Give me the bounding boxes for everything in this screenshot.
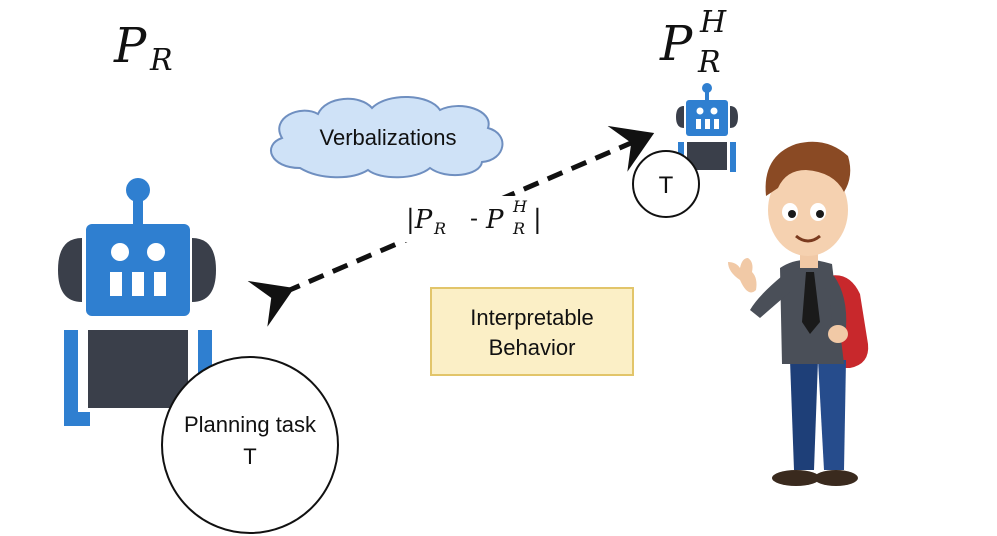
- difference-sub-r2: R: [512, 219, 525, 238]
- difference-p: P: [485, 205, 504, 235]
- interpretable-line2: Behavior: [488, 335, 576, 360]
- human-model-label: P H R: [659, 5, 727, 80]
- planning-task-circle: [161, 356, 339, 534]
- difference-sub-r: R: [433, 219, 446, 238]
- robot-model-base: P: [113, 18, 147, 74]
- difference-minus: -: [470, 205, 478, 232]
- verbalizations-label: Verbalizations: [320, 125, 457, 150]
- human-model-sub: R: [697, 45, 721, 80]
- interpretable-line1: Interpretable: [470, 305, 594, 330]
- model-difference-label: |P R - P R H |: [406, 197, 542, 238]
- human-person-waving-icon: [728, 141, 869, 486]
- human-model-base: P: [659, 16, 693, 72]
- interpretable-behavior-box: Interpretable Behavior: [430, 287, 634, 376]
- robot-model-label: P R: [113, 18, 173, 78]
- difference-close: |: [533, 205, 542, 235]
- difference-open: |P: [406, 205, 433, 235]
- robot-model-sub: R: [149, 43, 173, 78]
- difference-sup-h: H: [512, 197, 528, 216]
- small-task-label: T: [659, 172, 674, 199]
- planning-task-line1: Planning task: [184, 412, 317, 437]
- difference-label-bg: [400, 196, 550, 242]
- planning-task-line2: T: [243, 444, 256, 469]
- small-task-circle: [632, 150, 700, 218]
- human-model-sup: H: [699, 5, 727, 40]
